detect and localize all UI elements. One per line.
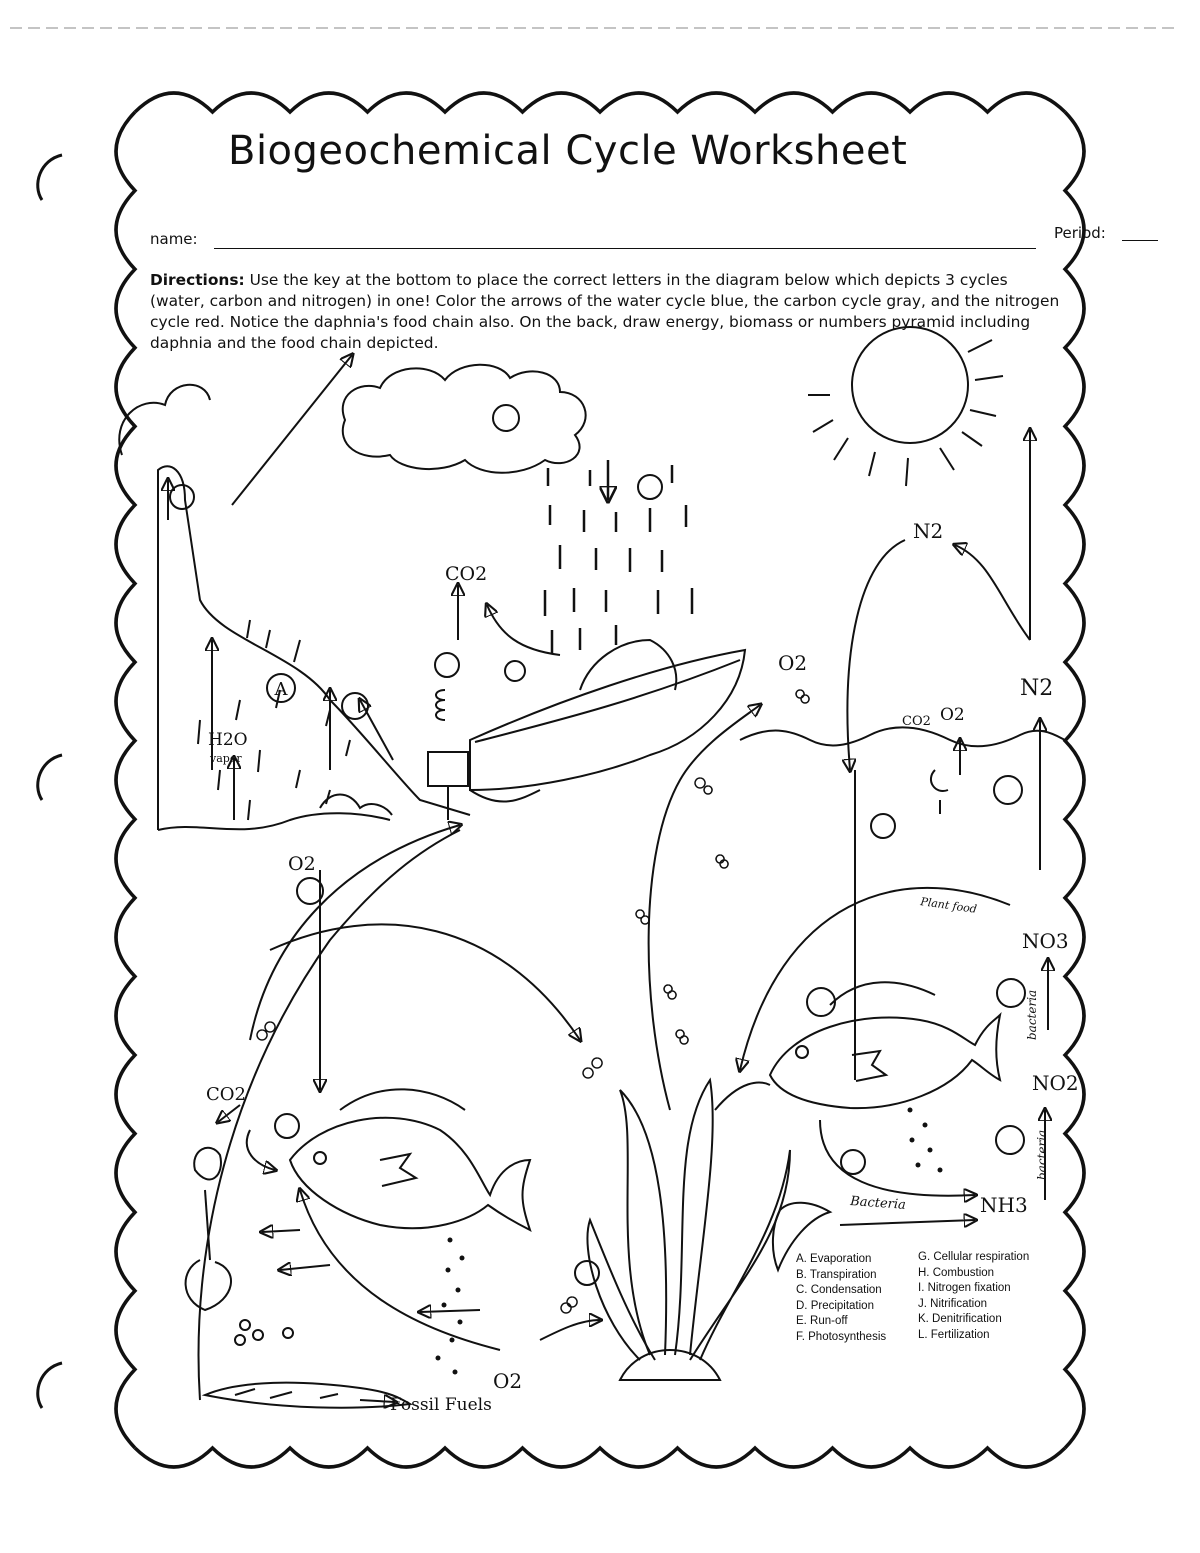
key-item-k: K. Denitrification [918, 1313, 1002, 1326]
label-n2-top: N2 [913, 519, 943, 543]
answer-circles-left[interactable] [169, 484, 526, 905]
rain [543, 460, 694, 654]
fish-right [768, 981, 1002, 1110]
water-surface [469, 726, 1066, 803]
fish-left [288, 1088, 532, 1232]
label-no3: NO3 [1022, 929, 1069, 953]
label-o2-water: O2 [940, 705, 965, 725]
key-item-a: A. Evaporation [796, 1253, 872, 1265]
label-plant-food: Plant food [919, 895, 978, 916]
seaweed [586, 1077, 791, 1381]
waste-dots [435, 1107, 943, 1375]
label-h2o: H2O [208, 730, 248, 750]
clouds [118, 363, 587, 474]
label-vapor: vapor [209, 752, 242, 765]
name-label: name: [150, 230, 198, 248]
key-item-l: L. Fertilization [918, 1328, 990, 1341]
sun [808, 326, 1004, 487]
key-item-c: C. Condensation [796, 1284, 882, 1297]
directions-text: Use the key at the bottom to place the c… [150, 271, 1060, 352]
label-nh3: NH3 [980, 1193, 1028, 1217]
period-label: Period: [1054, 224, 1106, 242]
key-item-b: B. Transpiration [796, 1268, 877, 1281]
label-no2: NO2 [1032, 1071, 1079, 1095]
key-item-d: D. Precipitation [796, 1299, 874, 1312]
example-answer [266, 673, 296, 703]
nitrogen-arrows [740, 430, 1048, 1225]
binder-holes [36, 153, 63, 1409]
label-n2-right: N2 [1020, 676, 1053, 701]
key-item-j: J. Nitrification [918, 1297, 988, 1310]
label-bacteria-2: bacteria [1035, 1130, 1049, 1180]
label-o2-bottom: O2 [493, 1369, 522, 1393]
directions-label: Directions: [150, 271, 245, 289]
worksheet-title: Biogeochemical Cycle Worksheet [228, 128, 908, 174]
label-o2-left: O2 [288, 853, 316, 875]
label-co2-left: CO2 [206, 1084, 246, 1105]
carbon-oxygen-arrows [197, 705, 760, 1401]
key-item-h: H. Combustion [918, 1266, 995, 1279]
label-o2-right: O2 [778, 651, 807, 675]
key-item-f: F. Photosynthesis [796, 1330, 887, 1343]
key-item-e: E. Run-off [796, 1315, 848, 1328]
scalloped-border [114, 91, 1086, 1469]
example-letter: A [274, 679, 289, 700]
key-item-i: I. Nitrogen fixation [918, 1282, 1011, 1295]
name-period-row: name: Period: [150, 224, 1158, 254]
period-field-line[interactable] [1122, 240, 1158, 241]
label-co2-water: CO2 [902, 714, 931, 729]
daphnia [184, 769, 949, 1346]
answer-circle-cloud[interactable] [492, 404, 520, 432]
key-right-column: G. Cellular respiration H. Combustion I.… [918, 1250, 1029, 1344]
key-left-column: A. Evaporation B. Transpiration C. Conde… [796, 1252, 886, 1346]
label-fossil-fuels: Fossil Fuels [390, 1395, 492, 1415]
diagram-labels: H2O vapor CO2 O2 O2 O2 CO2 CO2 O2 N2 N2 … [206, 519, 1079, 1415]
mountain [157, 465, 471, 831]
label-co2-top: CO2 [445, 563, 487, 585]
fossil-fuels [201, 1381, 414, 1408]
label-bacteria: Bacteria [849, 1194, 907, 1213]
label-bacteria-1: bacteria [1025, 990, 1039, 1040]
boat [427, 638, 747, 820]
evaporation-arrows [168, 355, 394, 820]
answer-circles-right[interactable] [274, 474, 1026, 1286]
name-field-line[interactable] [214, 248, 1036, 249]
co2-combustion-arrows [435, 585, 561, 721]
directions-paragraph: Directions: Use the key at the bottom to… [150, 270, 1060, 354]
bubbles [256, 689, 810, 1314]
key-item-g: G. Cellular respiration [918, 1251, 1030, 1263]
